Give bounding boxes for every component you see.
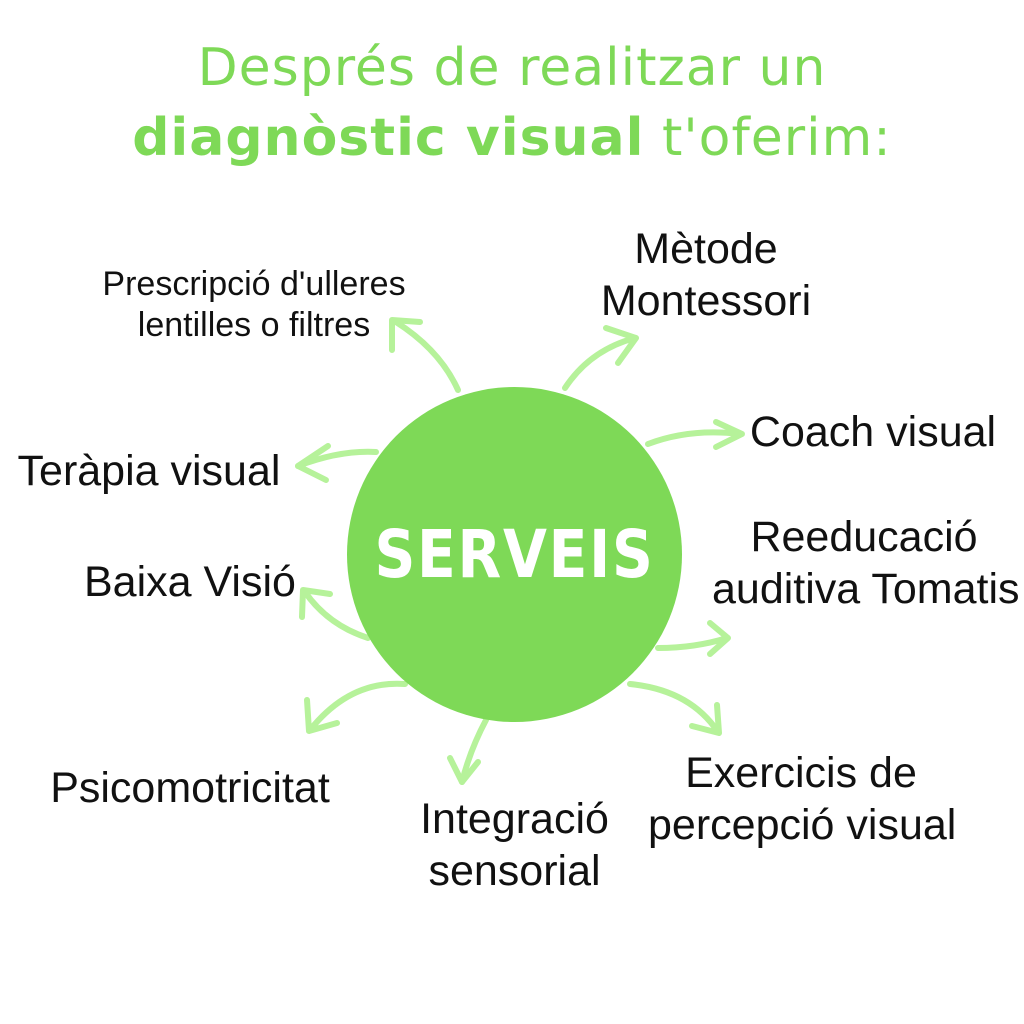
heading-rest-text: t'oferim:: [644, 108, 892, 168]
service-prescripcio-line-2: lentilles o filtres: [137, 305, 371, 344]
hub-circle: SERVEIS: [347, 387, 682, 722]
arrow-reeducacio: [655, 620, 731, 657]
service-integracio-line-1: Integració: [420, 795, 609, 843]
service-reeducacio: Reeducació auditiva Tomatis: [712, 512, 1020, 615]
service-baixa: Baixa Visió: [84, 557, 296, 609]
arrow-exercicis: [627, 681, 722, 736]
service-integracio: Integració sensorial: [412, 794, 617, 897]
heading-bold-text: diagnòstic visual: [132, 108, 645, 168]
heading-line-2: diagnòstic visual t'oferim:: [0, 108, 1024, 168]
arrow-integracio: [447, 717, 489, 785]
service-psico: Psicomotricitat: [40, 763, 340, 815]
service-coach-line-1: Coach visual: [749, 408, 997, 456]
service-montessori-line-2: Montessori: [600, 276, 812, 325]
arrow-terapia: [295, 443, 379, 483]
service-montessori-line-1: Mètode: [634, 225, 778, 273]
arrow-prescripcio: [389, 317, 461, 393]
heading-line-1: Després de realitzar un: [197, 38, 827, 98]
service-coach: Coach visual: [748, 407, 998, 459]
service-psico-line-1: Psicomotricitat: [50, 764, 330, 812]
service-montessori: Mètode Montessori: [596, 224, 816, 327]
service-reeducacio-line-2: auditiva Tomatis: [712, 564, 1020, 613]
arrow-montessori: [562, 325, 639, 391]
service-baixa-line-1: Baixa Visió: [84, 558, 296, 606]
service-exercicis-line-2: percepció visual: [648, 800, 957, 849]
arrow-baixa: [299, 587, 371, 641]
service-terapia: Teràpia visual: [14, 446, 284, 498]
service-reeducacio-line-1: Reeducació: [750, 513, 978, 561]
arrow-coach: [645, 419, 745, 450]
service-exercicis-line-1: Exercicis de: [685, 749, 917, 797]
service-terapia-line-1: Teràpia visual: [17, 447, 281, 495]
service-prescripcio: Prescripció d'ulleres lentilles o filtre…: [95, 264, 413, 346]
arrow-psico: [304, 680, 408, 734]
service-prescripcio-line-1: Prescripció d'ulleres: [102, 265, 406, 303]
service-exercicis: Exercicis de percepció visual: [648, 748, 957, 851]
hub-label: SERVEIS: [374, 516, 655, 593]
service-integracio-line-2: sensorial: [428, 846, 601, 895]
